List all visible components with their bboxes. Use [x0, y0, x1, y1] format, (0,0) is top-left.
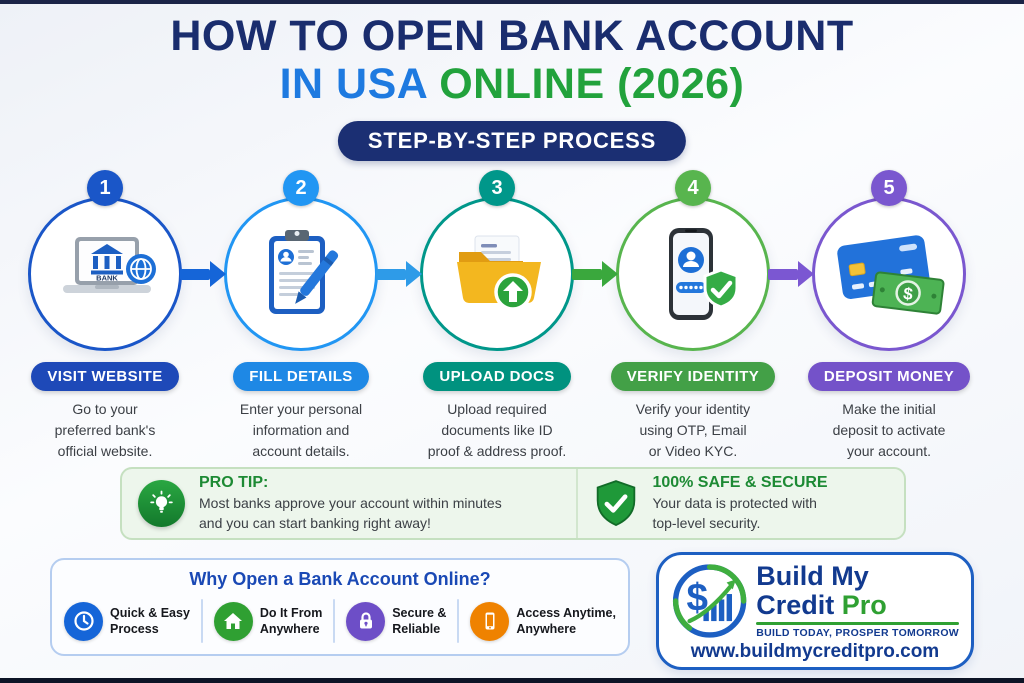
brand-logo-icon: $ — [672, 563, 747, 638]
arrow-step4-to-step5 — [768, 261, 814, 287]
lightbulb-icon — [138, 480, 185, 527]
arrow-step2-to-step3 — [376, 261, 422, 287]
step-2-fill-details: 2 — [203, 170, 399, 462]
step-3-label: UPLOAD DOCS — [423, 362, 571, 391]
brand-website-url: www.buildmycreditpro.com — [690, 641, 940, 662]
svg-text:$: $ — [686, 576, 707, 619]
brand-name-line1: Build My — [756, 561, 869, 592]
step-5-label: DEPOSIT MONEY — [807, 362, 971, 391]
step-3-description: Upload required documents like ID proof … — [427, 401, 567, 459]
title-online-text: ONLINE (2026) — [439, 60, 745, 108]
step-3-circle — [420, 197, 574, 351]
top-border-bar — [0, 0, 1024, 4]
step-4-label: VERIFY IDENTITY — [610, 362, 776, 391]
arrow-step3-to-step4 — [572, 261, 618, 287]
brand-name-line2: Credit Pro — [756, 589, 887, 620]
svg-text:$: $ — [902, 284, 914, 304]
step-2-circle — [224, 197, 378, 351]
laptop-bank-icon: BANK — [63, 237, 156, 293]
svg-text:BANK: BANK — [96, 274, 118, 283]
pro-tip-text-line2: and you can start banking right away! — [199, 514, 431, 531]
benefit-secure: Secure &Reliable — [346, 601, 447, 641]
benefit-label: Secure &Reliable — [392, 605, 447, 636]
safe-secure-text-line2: top-level security. — [652, 514, 761, 531]
step-by-step-badge: STEP-BY-STEP PROCESS — [337, 121, 687, 161]
divider — [333, 599, 336, 643]
steps-flow: 1 BANK VISIT WEBSITE — [0, 170, 1024, 462]
step-4-number: 4 — [675, 170, 711, 206]
lock-icon — [346, 601, 386, 641]
benefit-access: Access Anytime,Anywhere — [470, 601, 616, 641]
benefits-box: Why Open a Bank Account Online? Quick & … — [50, 558, 630, 656]
step-4-circle — [616, 197, 770, 351]
step-5-circle: $ — [812, 197, 966, 351]
folder-upload-icon — [457, 235, 541, 311]
step-2-number: 2 — [283, 170, 319, 206]
tip-strip: PRO TIP: Most banks approve your account… — [120, 467, 906, 540]
step-4-description: Verify your identity using OTP, Email or… — [635, 401, 751, 459]
brand-tagline: BUILD TODAY, PROSPER TOMORROW — [756, 626, 959, 639]
clipboard-pen-icon — [269, 230, 339, 314]
safe-secure-title: 100% SAFE & SECURE — [652, 474, 828, 492]
step-1-number: 1 — [87, 170, 123, 206]
brand-card: $ Build My Credit Pro BUILD TODAY, PROSP… — [656, 552, 974, 670]
step-1-circle: BANK — [28, 197, 182, 351]
benefits-title: Why Open a Bank Account Online? — [189, 569, 491, 589]
divider — [457, 599, 460, 643]
pro-tip-section: PRO TIP: Most banks approve your account… — [122, 469, 579, 538]
clock-icon — [64, 601, 103, 641]
step-5-deposit-money: 5 $ DEPOSIT MONE — [791, 170, 987, 462]
bottom-border-bar — [0, 678, 1024, 683]
step-3-upload-docs: 3 UPLOAD DOCS Upload required documents … — [399, 170, 595, 462]
step-5-number: 5 — [871, 170, 907, 206]
pro-tip-text-line1: Most banks approve your account within m… — [199, 495, 502, 512]
safe-secure-text-line1: Your data is protected with — [652, 495, 817, 512]
page-title-line2: IN USA ONLINE (2026) — [0, 60, 1024, 109]
safe-secure-section: 100% SAFE & SECURE Your data is protecte… — [578, 469, 904, 538]
benefit-label: Access Anytime,Anywhere — [516, 605, 616, 636]
step-3-number: 3 — [479, 170, 515, 206]
step-4-verify-identity: 4 VERIFY IDENTITY Verify your identity u… — [595, 170, 791, 462]
step-1-label: VISIT WEBSITE — [31, 362, 179, 391]
title-usa-text: IN USA — [279, 60, 440, 108]
step-2-description: Enter your personal information and acco… — [239, 401, 363, 459]
step-5-description: Make the initial deposit to activate you… — [832, 401, 946, 459]
step-2-label: FILL DETAILS — [233, 362, 369, 391]
divider — [200, 599, 203, 643]
pro-tip-title: PRO TIP: — [199, 474, 269, 492]
home-icon — [213, 601, 253, 641]
phone-shield-icon — [669, 228, 739, 320]
page-title-line1: HOW TO OPEN BANK ACCOUNT — [170, 12, 854, 60]
shield-check-icon — [597, 479, 636, 526]
card-cash-icon: $ — [837, 235, 945, 315]
step-1-visit-website: 1 BANK VISIT WEBSITE — [7, 170, 203, 462]
arrow-step1-to-step2 — [180, 261, 226, 287]
smartphone-icon — [470, 601, 510, 641]
step-1-description: Go to your preferred bank's official web… — [54, 401, 156, 459]
brand-divider — [756, 621, 959, 625]
